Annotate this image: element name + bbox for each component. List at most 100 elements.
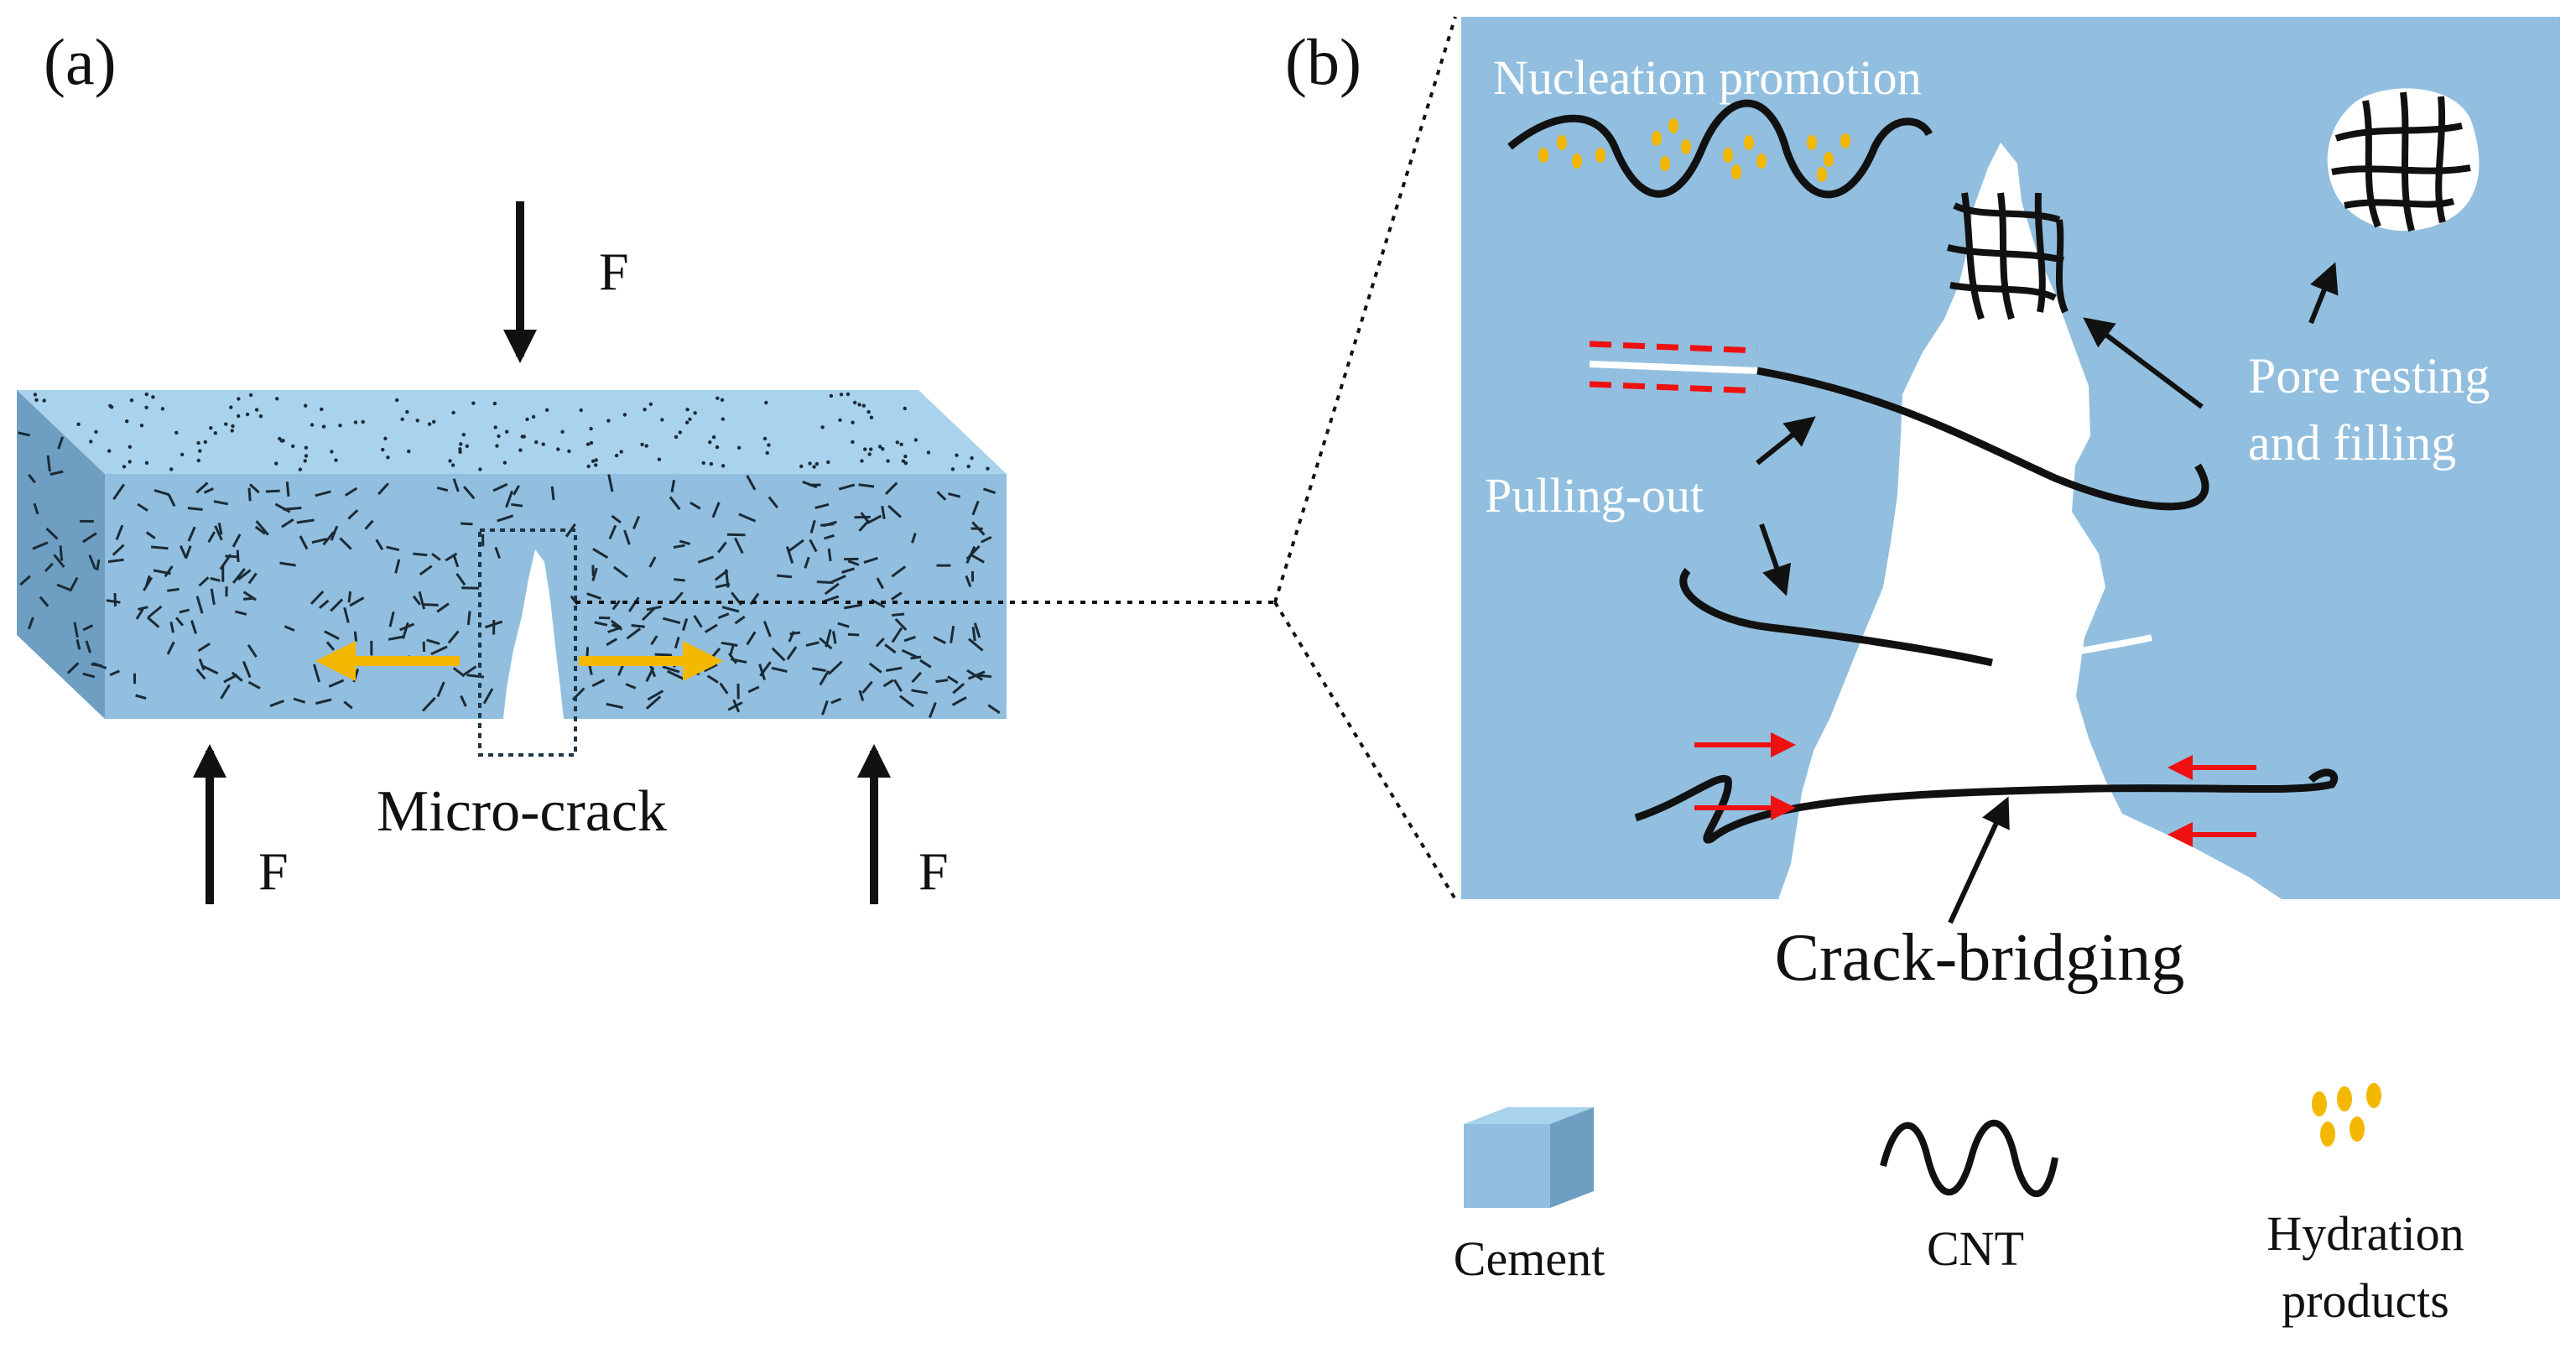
- texture-fiber: [697, 555, 715, 564]
- texture-dot: [591, 459, 596, 463]
- texture-fiber: [591, 679, 606, 688]
- crack-zoom-box: [478, 528, 577, 757]
- texture-fiber: [946, 675, 959, 684]
- texture-dot: [196, 440, 200, 445]
- texture-fiber: [776, 574, 793, 579]
- texture-fiber: [858, 690, 865, 701]
- texture-dot: [589, 440, 594, 445]
- texture-fiber: [746, 631, 757, 646]
- texture-fiber: [210, 576, 221, 582]
- hydration-dot: [1681, 139, 1691, 154]
- texture-dot: [381, 447, 385, 452]
- texture-dot: [640, 442, 644, 447]
- texture-dot: [622, 413, 627, 417]
- texture-fiber: [431, 552, 441, 561]
- zoom-connector-lower: [1273, 601, 1457, 901]
- texture-fiber: [49, 470, 64, 476]
- texture-dot: [125, 419, 129, 424]
- texture-dot: [950, 467, 955, 471]
- texture-fiber: [174, 617, 185, 627]
- texture-fiber: [647, 690, 664, 701]
- texture-dot: [224, 422, 228, 426]
- tangle-pointer-arrow: [2083, 317, 2204, 409]
- zoomed-crack: [1778, 143, 2282, 899]
- texture-dot: [127, 445, 133, 449]
- texture-fiber: [550, 486, 555, 501]
- texture-fiber: [911, 671, 923, 684]
- texture-fiber: [386, 545, 400, 552]
- texture-fiber: [841, 567, 856, 574]
- legend-cement-label: Cement: [1454, 1231, 1605, 1286]
- texture-dot: [619, 450, 623, 454]
- texture-dot: [361, 419, 365, 424]
- texture-fiber: [971, 521, 986, 536]
- texture-fiber: [903, 635, 916, 643]
- texture-fiber: [210, 588, 216, 606]
- texture-dot: [534, 440, 539, 445]
- bridging-label: Crack-bridging: [1775, 921, 2185, 995]
- texture-fiber: [973, 622, 981, 638]
- texture-fiber: [816, 580, 834, 585]
- texture-dot: [237, 414, 241, 419]
- texture-dot: [248, 393, 253, 398]
- texture-dot: [901, 459, 906, 463]
- texture-dot: [711, 435, 716, 440]
- texture-dot: [451, 410, 455, 415]
- pullout-cnt-lower: [1679, 568, 1993, 667]
- texture-dot: [709, 461, 714, 466]
- texture-fiber: [195, 668, 206, 680]
- texture-fiber: [935, 679, 949, 684]
- texture-dot: [304, 454, 309, 458]
- texture-fiber: [662, 665, 680, 674]
- texture-dot: [684, 420, 690, 424]
- texture-dot: [34, 398, 39, 402]
- texture-fiber: [719, 682, 729, 695]
- panel-a: (a) F F F Micro-crack: [17, 16, 1457, 904]
- texture-fiber: [494, 546, 502, 559]
- texture-fiber: [670, 480, 676, 492]
- texture-fiber: [44, 562, 54, 573]
- texture-fiber: [608, 524, 617, 540]
- texture-fiber: [611, 623, 623, 631]
- hydration-dot: [1538, 148, 1548, 163]
- texture-fiber: [167, 493, 176, 507]
- legend-cement-icon: [1464, 1107, 1594, 1208]
- texture-fiber: [933, 636, 946, 644]
- texture-fiber: [662, 617, 681, 625]
- texture-dot: [869, 415, 874, 419]
- texture-dot: [129, 398, 134, 403]
- texture-dot: [541, 442, 545, 446]
- texture-dot: [450, 463, 455, 467]
- texture-fiber: [198, 658, 206, 671]
- texture-fiber: [626, 627, 642, 640]
- texture-fiber: [824, 533, 835, 540]
- texture-fiber: [460, 695, 467, 707]
- texture-dot: [229, 405, 233, 409]
- beam-top-face: [17, 390, 1007, 474]
- texture-fiber: [606, 638, 618, 647]
- texture-dot: [203, 440, 207, 445]
- texture-dot: [303, 459, 307, 463]
- texture-dot: [614, 453, 619, 458]
- pore-cnt-network: [2331, 91, 2471, 232]
- texture-fiber: [591, 567, 598, 582]
- texture-dot: [648, 402, 653, 406]
- texture-dot: [278, 436, 282, 441]
- texture-dot: [330, 450, 334, 454]
- zoom-connector-upper: [1273, 16, 1457, 603]
- texture-fiber: [28, 473, 36, 484]
- texture-fiber: [610, 619, 622, 629]
- texture-dot: [198, 449, 202, 453]
- texture-fiber: [645, 695, 662, 710]
- texture-dot: [427, 422, 432, 426]
- texture-fiber: [237, 569, 252, 581]
- texture-dot: [237, 397, 241, 401]
- texture-dot: [33, 393, 38, 397]
- texture-fiber: [948, 492, 960, 498]
- texture-fiber: [648, 556, 657, 568]
- texture-dot: [495, 444, 499, 448]
- texture-dot: [643, 408, 647, 412]
- texture-dot: [321, 424, 326, 429]
- texture-fiber: [844, 603, 862, 610]
- texture-fiber: [66, 662, 80, 674]
